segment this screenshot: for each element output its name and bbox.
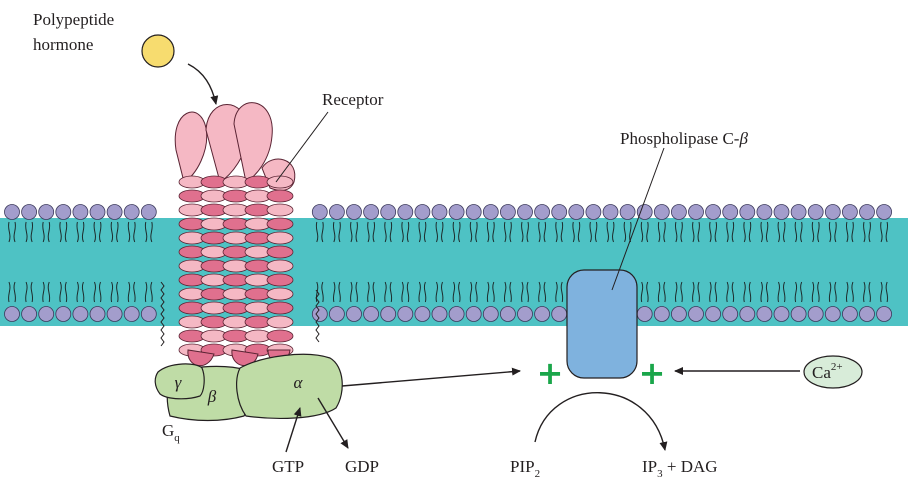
receptor-protein [175, 103, 295, 366]
gq-label-main: G [162, 421, 174, 440]
gdp-label: GDP [345, 457, 379, 476]
phospholipase-c-beta [567, 270, 637, 378]
hormone-label-line2: hormone [33, 35, 93, 54]
pip2-to-ip3-dag-arrow [535, 393, 665, 450]
alpha-label: α [294, 373, 304, 392]
polypeptide-hormone [142, 35, 174, 67]
plc-label: Phospholipase C-β [620, 129, 748, 148]
activation-plus-right: + [639, 354, 666, 392]
plc-label-text: Phospholipase C- [620, 129, 740, 148]
calcium-label-sup: 2+ [831, 361, 843, 373]
hormone-label-line1: Polypeptide [33, 10, 114, 29]
receptor-label: Receptor [322, 90, 384, 109]
g-protein-alpha-subunit [237, 354, 343, 418]
gq-label-sub: q [174, 432, 180, 444]
g-protein-gq [155, 354, 342, 420]
pip2-label-sub: 2 [535, 468, 541, 480]
plc-label-greek: β [738, 129, 748, 148]
hormone-binding-arrow [188, 64, 216, 104]
receptor-helix [267, 176, 293, 356]
beta-label: β [207, 387, 217, 406]
gtp-label: GTP [272, 457, 304, 476]
calcium-label-main: Ca [812, 363, 831, 382]
activation-plus-left: + [537, 354, 564, 392]
gq-to-plc-arrow [342, 371, 520, 386]
pip2-label: PIP2 [510, 457, 540, 480]
receptor-leader-line [276, 112, 328, 182]
lipid-bilayer [0, 205, 908, 327]
gq-label: Gq [162, 421, 180, 444]
ip3-label-main: IP [642, 457, 657, 476]
dag-label: + DAG [663, 457, 718, 476]
ip3-dag-label: IP3 + DAG [642, 457, 718, 480]
pip2-label-main: PIP [510, 457, 535, 476]
